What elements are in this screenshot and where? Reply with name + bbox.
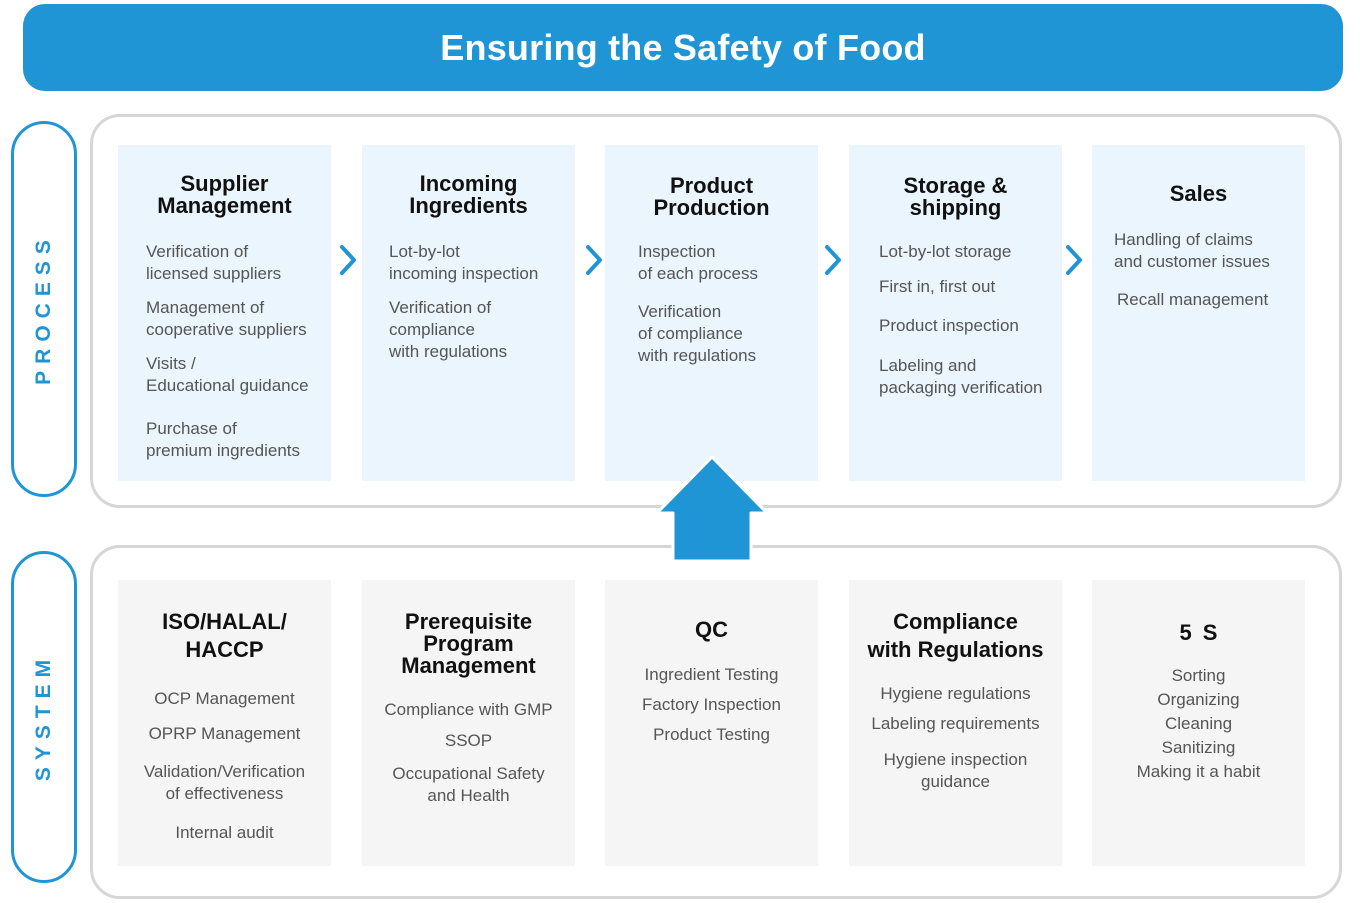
system-card-5s: 5 S Sorting Organizing Cleaning Sanitizi… [1092, 580, 1305, 866]
list-item: Validation/Verification of effectiveness [143, 762, 306, 803]
process-card-incoming-ingredients: Incoming Ingredients Lot-by-lot incoming… [362, 145, 575, 481]
list-item: Management of cooperative suppliers [146, 298, 307, 339]
card-item-list: OCP Management OPRP Management Validatio… [130, 688, 319, 844]
list-item: Hygiene regulations [880, 684, 1031, 703]
card-title: Incoming Ingredients [409, 171, 528, 218]
process-label: PROCESS [11, 121, 77, 497]
system-card-compliance-regulations: Compliance with Regulations Hygiene regu… [849, 580, 1062, 866]
up-arrow-icon [655, 455, 769, 563]
card-title: Compliance with Regulations [867, 609, 1044, 662]
card-title: Supplier Management [157, 171, 292, 218]
chevron-right-icon [337, 243, 359, 277]
card-item-list: Ingredient Testing Factory Inspection Pr… [617, 664, 806, 746]
list-item: Factory Inspection [642, 695, 781, 714]
list-item: Product inspection [879, 316, 1019, 335]
system-label-text: SYSTEM [32, 652, 56, 782]
page-title: Ensuring the Safety of Food [440, 26, 926, 68]
list-item: Hygiene inspection guidance [883, 750, 1028, 791]
card-item-list: Handling of claims and customer issues R… [1104, 229, 1293, 311]
system-card-prerequisite-program: Prerequisite Program Management Complian… [362, 580, 575, 866]
card-item-list: Inspection of each process Verification … [617, 241, 806, 367]
card-item-list: Lot-by-lot incoming inspection Verificat… [374, 241, 563, 363]
list-item: OCP Management [154, 689, 295, 708]
card-item-list: Compliance with GMP SSOP Occupational Sa… [374, 699, 563, 807]
card-item-list: Hygiene regulations Labeling requirement… [861, 683, 1050, 793]
card-title: Product Production [653, 173, 770, 220]
list-item: Verification of compliance with regulati… [638, 302, 757, 365]
list-item: Visits / Educational guidance [146, 354, 309, 395]
list-item: Organizing [1157, 690, 1240, 709]
list-item: Sorting [1171, 666, 1226, 685]
list-item: First in, first out [879, 277, 996, 296]
list-item: Compliance with GMP [384, 700, 553, 719]
card-title: ISO/HALAL/ HACCP [162, 609, 287, 662]
list-item: Product Testing [653, 725, 770, 744]
system-card-iso-halal-haccp: ISO/HALAL/ HACCP OCP Management OPRP Man… [118, 580, 331, 866]
card-item-list: Sorting Organizing Cleaning Sanitizing M… [1104, 665, 1293, 783]
list-item: Verification of licensed suppliers [146, 242, 282, 283]
list-item: Internal audit [175, 823, 274, 842]
list-item: Making it a habit [1136, 762, 1261, 781]
list-item: Sanitizing [1161, 738, 1236, 757]
process-card-storage-shipping: Storage & shipping Lot-by-lot storage Fi… [849, 145, 1062, 481]
system-card-qc: QC Ingredient Testing Factory Inspection… [605, 580, 818, 866]
title-banner: Ensuring the Safety of Food [23, 4, 1343, 91]
process-card-sales: Sales Handling of claims and customer is… [1092, 145, 1305, 481]
list-item: Inspection of each process [638, 242, 759, 283]
list-item: Labeling and packaging verification [879, 356, 1043, 397]
list-item: Purchase of premium ingredients [146, 419, 301, 460]
chevron-right-icon [1063, 243, 1085, 277]
list-item: Ingredient Testing [644, 665, 779, 684]
list-item: Lot-by-lot storage [879, 242, 1012, 261]
card-item-list: Verification of licensed suppliers Manag… [130, 241, 319, 462]
card-title: Sales [1169, 181, 1228, 206]
list-item: Lot-by-lot incoming inspection [389, 242, 539, 283]
list-item: Recall management [1117, 290, 1269, 309]
card-title: 5 S [1179, 620, 1218, 645]
list-item: Verification of compliance with regulati… [389, 298, 508, 361]
card-item-list: Lot-by-lot storage First in, first out P… [861, 241, 1050, 399]
chevron-right-icon [822, 243, 844, 277]
list-item: Cleaning [1164, 714, 1233, 733]
process-card-supplier-management: Supplier Management Verification of lice… [118, 145, 331, 481]
list-item: Occupational Safety and Health [392, 764, 545, 805]
list-item: Handling of claims and customer issues [1114, 230, 1270, 271]
card-title: Prerequisite Program Management [401, 609, 536, 678]
process-label-text: PROCESS [32, 233, 56, 385]
list-item: SSOP [444, 731, 493, 750]
list-item: OPRP Management [148, 724, 301, 743]
card-title: Storage & shipping [903, 173, 1008, 220]
chevron-right-icon [583, 243, 605, 277]
list-item: Labeling requirements [871, 714, 1040, 733]
system-label: SYSTEM [11, 551, 77, 883]
card-title: QC [695, 617, 728, 642]
process-card-product-production: Product Production Inspection of each pr… [605, 145, 818, 481]
